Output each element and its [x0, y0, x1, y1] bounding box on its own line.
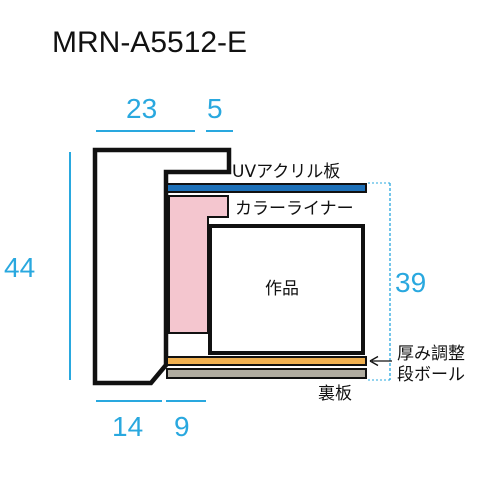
dim-bottom-right: 9 [174, 411, 190, 442]
uv-acrylic-panel [166, 183, 367, 193]
spacer-cardboard [166, 356, 367, 366]
dim-right: 39 [395, 267, 426, 298]
color-liner [168, 195, 229, 334]
label-artwork: 作品 [265, 279, 299, 299]
dim-top-right: 5 [207, 93, 223, 124]
model-title: MRN-A5512-E [52, 26, 247, 59]
dim-top-left: 23 [126, 93, 157, 124]
dim-bottom-left: 14 [112, 411, 143, 442]
artwork-box [208, 224, 365, 355]
label-color-liner: カラーライナー [235, 199, 354, 219]
label-spacer-line1: 厚み調整 [397, 344, 465, 364]
label-back-board: 裏板 [318, 383, 352, 404]
label-spacer-line2: 段ボール [397, 365, 465, 385]
spacer-pointer-arrow-icon [369, 355, 392, 367]
dim-left: 44 [4, 252, 35, 283]
frame-profile [92, 147, 232, 386]
back-board [166, 368, 367, 379]
label-uv-acrylic: UVアクリル板 [232, 162, 340, 182]
